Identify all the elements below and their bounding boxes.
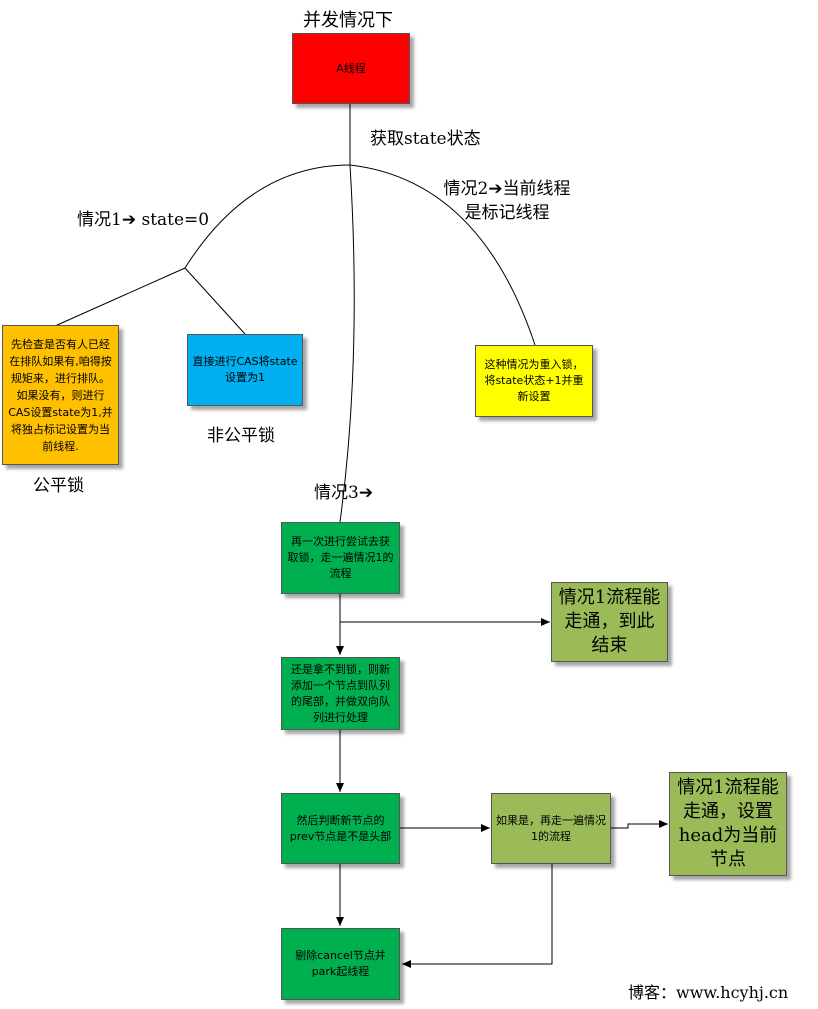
case3-curve xyxy=(339,164,355,523)
page-title: 并发情况下 xyxy=(303,10,393,31)
nonfair-lock-label: 非公平锁 xyxy=(207,426,275,446)
reentrant-box: 这种情况为重入锁，将state状态+1并重新设置 xyxy=(475,345,593,417)
retry-box: 再一次进行尝试去获取锁，走一遍情况1的流程 xyxy=(281,522,400,594)
set-head-box: 情况1流程能走通，设置head为当前节点 xyxy=(669,772,787,876)
case2-label: 情况2➔当前线程是标记线程 xyxy=(443,179,571,223)
case1-label: 情况1➔ state=0 xyxy=(77,210,210,230)
enqueue-box: 还是拿不到锁，则新添加一个节点到队列的尾部，并做双向队列进行处理 xyxy=(281,657,400,730)
nonfair-branch-line xyxy=(184,267,246,335)
nonfair-lock-box: 直接进行CAS将state设置为1 xyxy=(187,334,303,406)
case3-label: 情况3➔ xyxy=(314,483,374,503)
ifhead-to-sethead-arrow xyxy=(611,820,668,829)
thread-a-box: A线程 xyxy=(292,33,410,104)
get-state-label: 获取state状态 xyxy=(370,129,481,149)
retry-success-box: 情况1流程能走通，到此结束 xyxy=(551,582,668,662)
ifhead-to-remove-arrow xyxy=(402,864,553,968)
fair-lock-box: 先检查是否有人已经在排队如果有,咱得按规矩来，进行排队。如果没有，则进行CAS设… xyxy=(2,325,119,465)
if-head-box: 如果是，再走一遍情况1的流程 xyxy=(491,793,611,864)
case2-curve xyxy=(349,164,536,346)
remove-cancel-box: 剔除cancel节点并park起线程 xyxy=(281,928,400,1000)
fair-branch-line xyxy=(54,267,186,327)
fair-lock-label: 公平锁 xyxy=(33,476,84,496)
blog-credit: 博客：www.hcyhj.cn xyxy=(628,983,789,1002)
check-prev-box: 然后判断新节点的prev节点是不是头部 xyxy=(281,793,400,864)
case1-curve xyxy=(184,164,351,269)
